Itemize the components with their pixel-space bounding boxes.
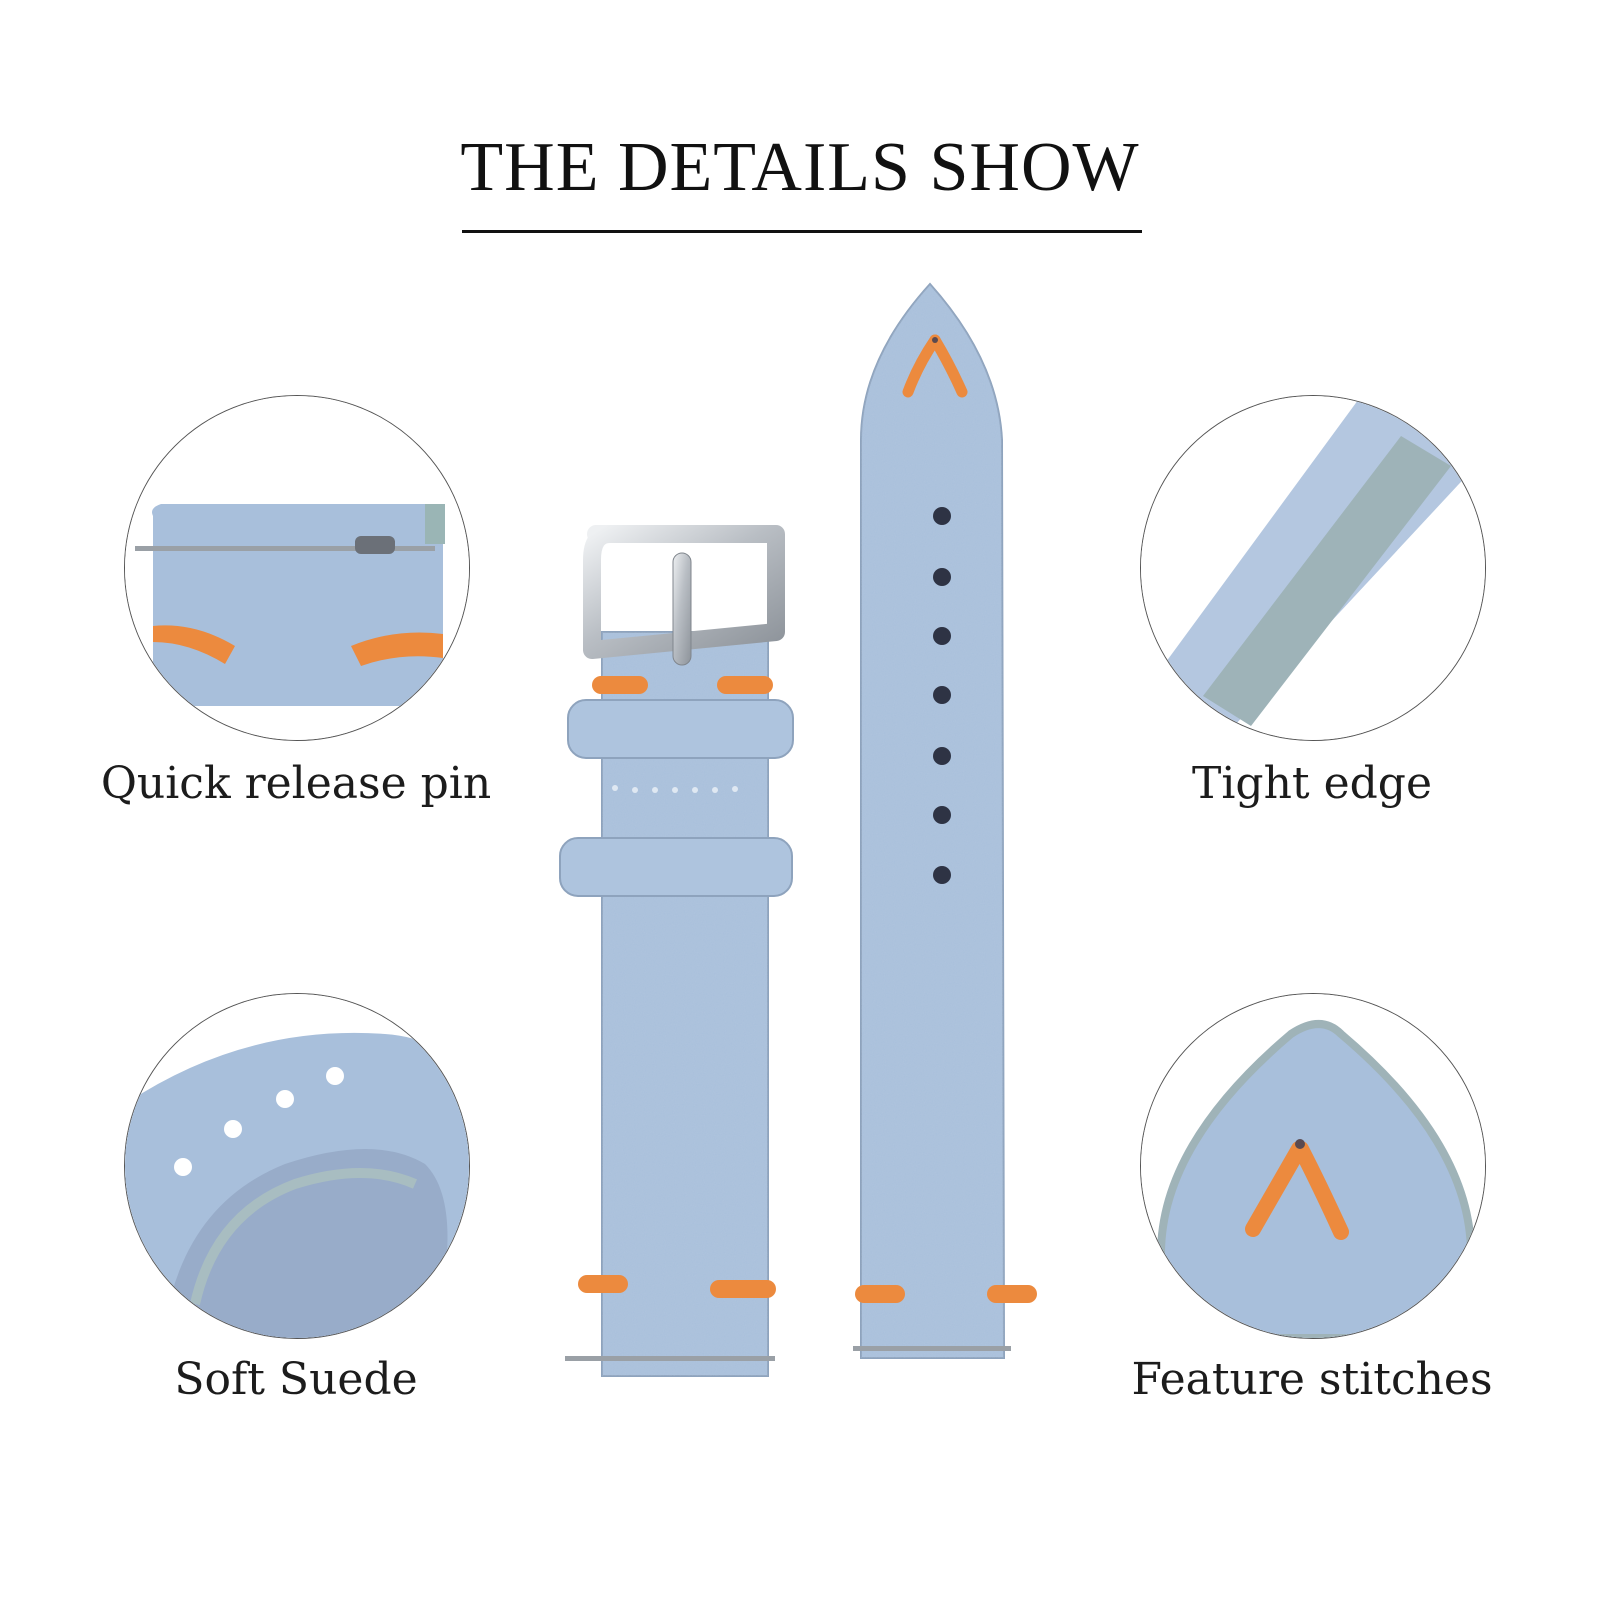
page-title: THE DETAILS SHOW xyxy=(460,129,1140,206)
label-tight-edge: Tight edge xyxy=(1191,758,1432,809)
tight-edge-closeup xyxy=(1140,395,1486,741)
title-underline xyxy=(462,230,1142,233)
label-soft-suede: Soft Suede xyxy=(174,1354,418,1405)
label-quick-release-pin: Quick release pin xyxy=(100,758,492,809)
long-strap xyxy=(853,282,1037,1359)
feature-stitches-closeup xyxy=(1140,993,1486,1339)
strap-holes xyxy=(933,507,951,884)
soft-suede-closeup xyxy=(124,993,470,1339)
tip-stitch xyxy=(902,334,968,398)
label-feature-stitches: Feature stitches xyxy=(1131,1354,1493,1405)
buckle xyxy=(583,525,785,666)
buckle-strap xyxy=(559,525,794,1377)
quick-release-pin-closeup xyxy=(124,395,470,741)
